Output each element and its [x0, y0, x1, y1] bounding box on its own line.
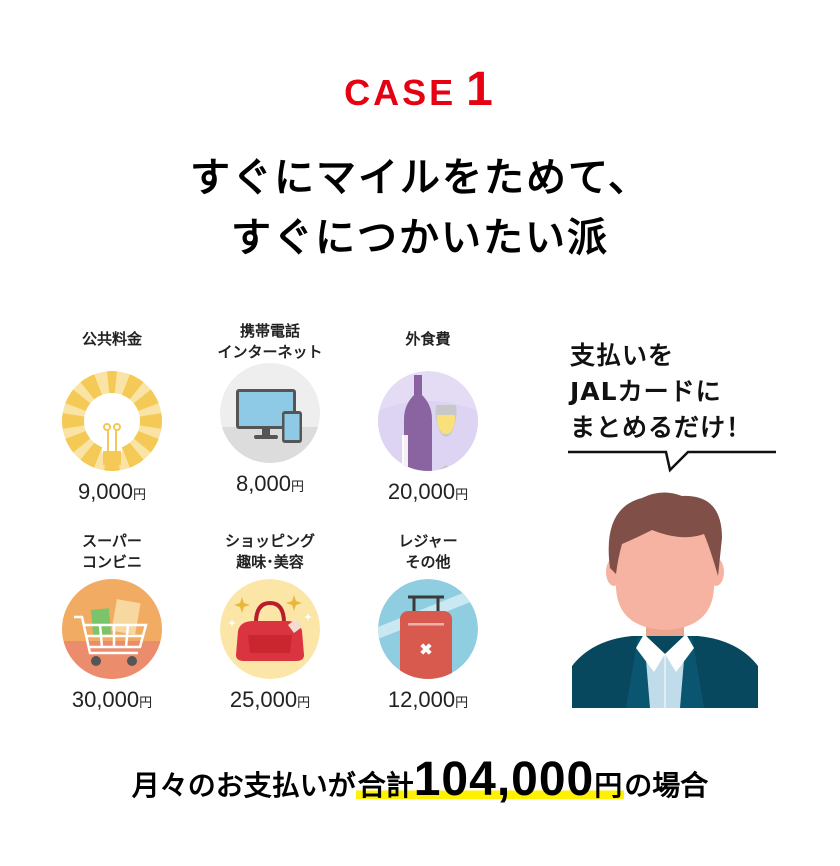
- expense-amount: 12,000円: [363, 687, 493, 713]
- amount-unit: 円: [291, 480, 305, 495]
- expense-item-leisure: レジャー その他 12,000円: [363, 531, 493, 713]
- label-line: インターネット: [217, 343, 323, 361]
- expense-label: ショッピング 趣味･美容: [205, 531, 335, 573]
- bubble-line: まとめるだけ！: [570, 413, 753, 442]
- summary-prefix: 月々のお支払いが: [131, 769, 356, 802]
- suitcase-icon: [378, 579, 478, 679]
- expense-label: レジャー その他: [363, 531, 493, 573]
- speech-bubble-tail: [568, 450, 776, 473]
- expense-item-supermarket: スーパー コンビニ 30,000: [47, 531, 177, 713]
- label-line: コンビニ: [81, 553, 142, 571]
- expense-label: 携帯電話 インターネット: [205, 321, 335, 363]
- expense-amount: 30,000円: [47, 687, 177, 713]
- amount-unit: 円: [455, 488, 469, 503]
- businessman-illustration: [572, 492, 758, 708]
- label-line: ショッピング: [224, 532, 315, 550]
- expense-label: 外食費: [363, 325, 493, 367]
- summary-highlight: 合計104,000円: [355, 753, 625, 806]
- page-title: すぐにマイルをためて、 すぐにつかいたい派: [0, 148, 840, 268]
- expense-amount: 9,000円: [47, 479, 177, 505]
- expense-amount: 8,000円: [205, 471, 335, 497]
- label-line: 公共料金: [81, 330, 142, 348]
- expense-amount: 25,000円: [205, 687, 335, 713]
- speech-bubble-text: 支払いを JALカードに まとめるだけ！: [570, 338, 780, 446]
- label-line: レジャー: [398, 532, 458, 550]
- amount-value: 30,000: [71, 687, 140, 712]
- title-line-2: すぐにつかいたい派: [231, 215, 609, 261]
- amount-value: 8,000: [235, 471, 292, 496]
- monthly-total-summary: 月々のお支払いが合計104,000円の場合: [0, 752, 840, 807]
- summary-total-amount: 104,000: [413, 753, 595, 806]
- expense-item-dining: 外食費 20,000円: [363, 325, 493, 505]
- summary-total-label: 合計: [357, 769, 414, 802]
- expense-amount: 20,000円: [363, 479, 493, 505]
- amount-value: 20,000: [387, 479, 456, 504]
- label-line: 趣味･美容: [236, 553, 304, 571]
- shopping-cart-icon: [62, 579, 162, 679]
- light-bulb-icon: [62, 371, 162, 471]
- monitor-phone-icon: [220, 363, 320, 463]
- amount-value: 12,000: [387, 687, 456, 712]
- label-line: スーパー: [82, 532, 142, 550]
- amount-unit: 円: [139, 696, 153, 711]
- case-word: CASE: [344, 72, 457, 113]
- expense-item-phone-internet: 携帯電話 インターネット 8,000円: [205, 321, 335, 497]
- amount-unit: 円: [297, 696, 311, 711]
- label-line: 携帯電話: [239, 322, 300, 340]
- label-line: その他: [405, 553, 451, 571]
- amount-value: 25,000: [229, 687, 298, 712]
- bubble-line: JALカードに: [570, 377, 722, 406]
- bubble-line: 支払いを: [570, 341, 675, 370]
- expense-item-shopping: ショッピング 趣味･美容 25,000円: [205, 531, 335, 713]
- case-number: 1: [466, 63, 496, 116]
- summary-suffix: の場合: [624, 769, 709, 802]
- expense-label: スーパー コンビニ: [47, 531, 177, 573]
- summary-unit: 円: [594, 769, 623, 802]
- amount-value: 9,000: [77, 479, 134, 504]
- wine-bottle-glass-icon: [378, 371, 478, 471]
- handbag-icon: [220, 579, 320, 679]
- amount-unit: 円: [133, 488, 147, 503]
- expense-label: 公共料金: [47, 325, 177, 367]
- label-line: 外食費: [405, 330, 451, 348]
- title-line-1: すぐにマイルをためて、: [190, 155, 650, 201]
- amount-unit: 円: [455, 696, 469, 711]
- expense-item-utilities: 公共料金: [47, 325, 177, 505]
